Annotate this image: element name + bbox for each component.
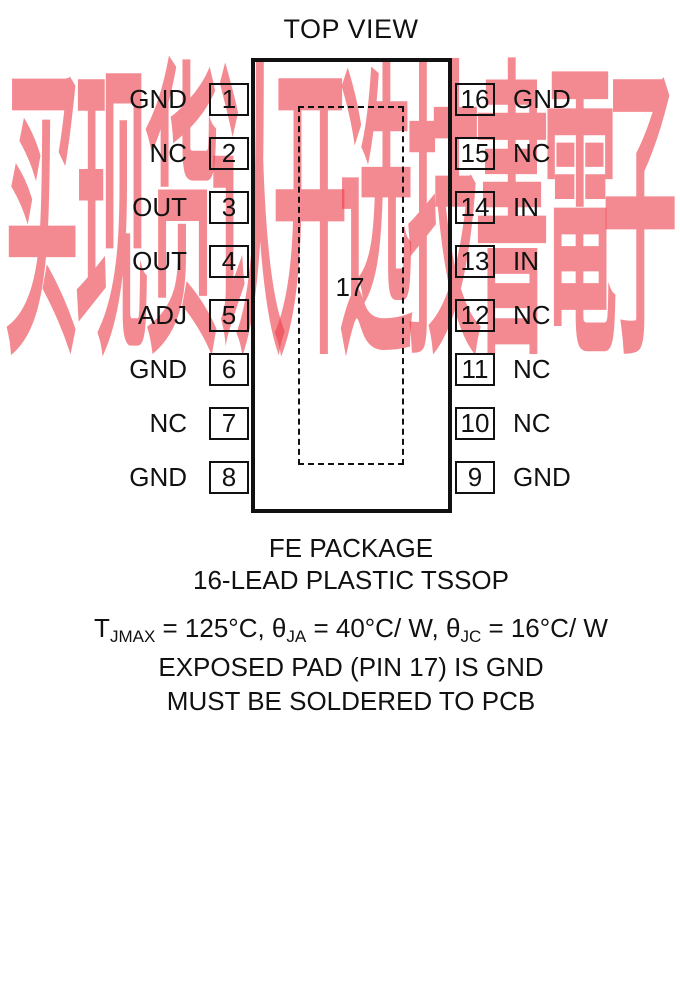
- right-pin-number: 13: [455, 245, 495, 278]
- left-pin-name: OUT: [132, 246, 187, 276]
- left-pin-name: GND: [129, 462, 187, 492]
- package-description: 16-LEAD PLASTIC TSSOP: [193, 565, 509, 595]
- left-pin-number: 1: [209, 83, 249, 116]
- left-pin-name: NC: [149, 408, 187, 438]
- package-name: FE PACKAGE: [268, 533, 434, 563]
- top-view-label: TOP VIEW: [283, 14, 419, 44]
- right-pin-number: 11: [455, 353, 495, 386]
- theta-jc-symbol: θ: [445, 613, 461, 643]
- right-pin-number: 15: [455, 137, 495, 170]
- left-pin-number: 3: [209, 191, 249, 224]
- left-pin-number: 8: [209, 461, 249, 494]
- watermark-char: 买: [5, 38, 79, 400]
- right-pin-number: 10: [455, 407, 495, 440]
- exposed-pad-note: EXPOSED PAD (PIN 17) IS GND: [158, 652, 544, 682]
- tjmax-subscript: JMAX: [109, 627, 156, 646]
- left-pin-number: 4: [209, 245, 249, 278]
- watermark-char: 電: [543, 38, 617, 400]
- exposed-pad-number: 17: [335, 272, 365, 302]
- left-pin-name: OUT: [132, 192, 187, 222]
- left-pin-name: GND: [129, 84, 187, 114]
- thermal-specs: TJMAX = 125°C, θJA = 40°C/ W, θJC = 16°C…: [0, 613, 680, 647]
- right-pin-name: NC: [513, 354, 551, 384]
- right-pin-number: 14: [455, 191, 495, 224]
- watermark-char: 子: [603, 38, 677, 400]
- right-pin-name: IN: [513, 246, 539, 276]
- right-pin-number: 12: [455, 299, 495, 332]
- watermark-char: 现: [75, 38, 149, 400]
- tjmax-value: = 125°C,: [155, 613, 272, 643]
- exposed-pad: [298, 106, 404, 465]
- right-pin-name: NC: [513, 408, 551, 438]
- right-pin-name: NC: [513, 138, 551, 168]
- right-pin-name: GND: [513, 462, 571, 492]
- theta-ja-subscript: JA: [286, 627, 307, 646]
- solder-note: MUST BE SOLDERED TO PCB: [166, 686, 536, 716]
- left-pin-name: GND: [129, 354, 187, 384]
- left-pin-number: 5: [209, 299, 249, 332]
- theta-ja-symbol: θ: [271, 613, 287, 643]
- right-pin-name: NC: [513, 300, 551, 330]
- left-pin-name: NC: [149, 138, 187, 168]
- right-pin-number: 16: [455, 83, 495, 116]
- left-pin-name: ADJ: [137, 300, 187, 330]
- package-outline: [251, 58, 452, 513]
- left-pin-number: 7: [209, 407, 249, 440]
- left-pin-number: 2: [209, 137, 249, 170]
- tjmax-symbol: T: [94, 613, 110, 643]
- theta-ja-value: = 40°C/ W,: [306, 613, 446, 643]
- theta-jc-value: = 16°C/ W: [481, 613, 608, 643]
- theta-jc-subscript: JC: [460, 627, 482, 646]
- right-pin-number: 9: [455, 461, 495, 494]
- right-pin-name: IN: [513, 192, 539, 222]
- right-pin-name: GND: [513, 84, 571, 114]
- left-pin-number: 6: [209, 353, 249, 386]
